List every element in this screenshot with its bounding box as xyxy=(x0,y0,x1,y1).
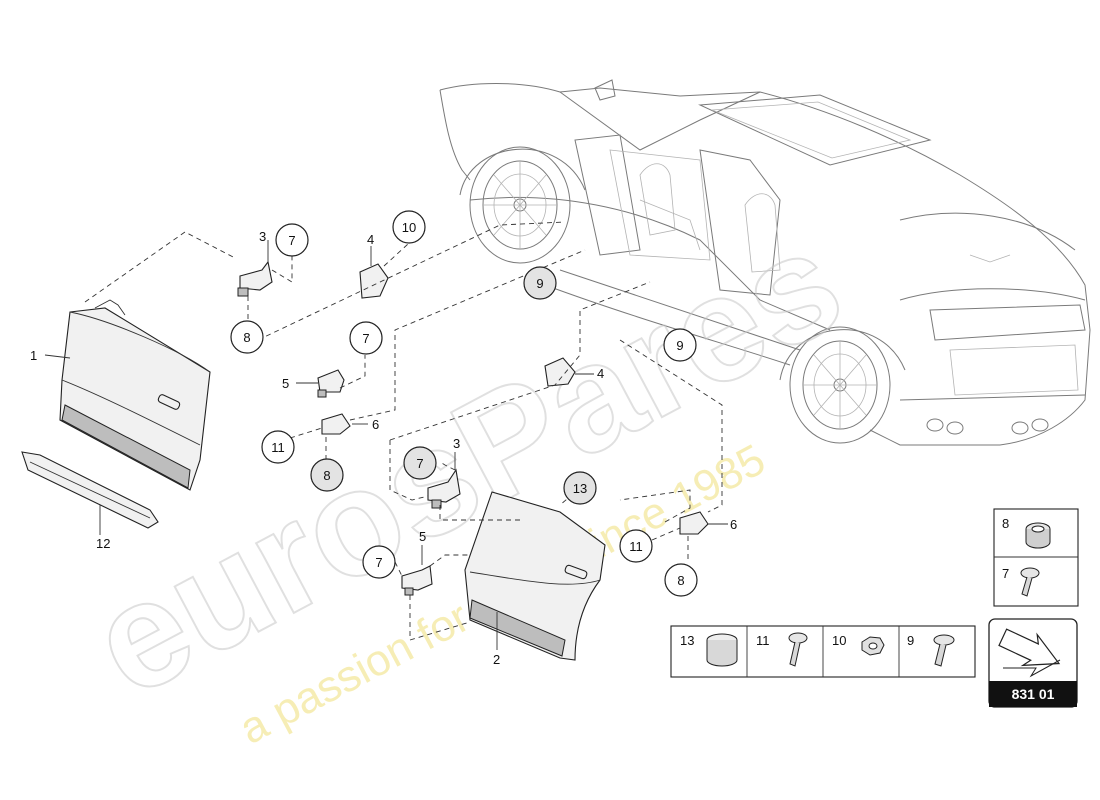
screw-icon xyxy=(788,632,808,667)
bubble-11[interactable]: 11 xyxy=(261,430,295,464)
bubble-10[interactable]: 10 xyxy=(392,210,426,244)
svg-text:11: 11 xyxy=(271,440,285,455)
callout-4-front: 4 xyxy=(367,232,374,247)
legend-item-13[interactable]: 13 xyxy=(680,633,738,667)
nut-icon xyxy=(861,636,885,656)
svg-text:10: 10 xyxy=(832,633,846,648)
bubble-7[interactable]: 7 xyxy=(362,545,396,579)
bubble-9[interactable]: 9 xyxy=(663,328,697,362)
diagram-code: 831 01 xyxy=(1012,686,1055,702)
clip-sleeve-icon xyxy=(706,633,738,667)
svg-text:13: 13 xyxy=(680,633,694,648)
callout-4-rear: 4 xyxy=(597,366,604,381)
callout-5-rear: 5 xyxy=(419,529,426,544)
svg-text:13: 13 xyxy=(573,481,587,496)
svg-text:9: 9 xyxy=(536,276,543,291)
door-check-rear[interactable] xyxy=(679,511,709,535)
leader-lines xyxy=(44,221,728,650)
view-direction-arrow-icon xyxy=(998,628,1061,678)
bubble-8[interactable]: 8 xyxy=(664,563,698,597)
callout-numbers: 1 2 3 3 4 4 5 5 6 6 12 xyxy=(30,229,737,667)
diagram-code-box: 831 01 xyxy=(988,618,1078,708)
lower-hinge-rear[interactable] xyxy=(401,565,433,596)
bubble-7[interactable]: 7 xyxy=(403,446,437,480)
callout-1: 1 xyxy=(30,348,37,363)
fastener-legend-right: 8 7 xyxy=(993,508,1079,607)
callout-12: 12 xyxy=(96,536,110,551)
svg-text:7: 7 xyxy=(375,555,382,570)
svg-text:8: 8 xyxy=(323,468,330,483)
front-wheel xyxy=(469,146,571,264)
lower-hinge-front[interactable] xyxy=(317,369,345,398)
callout-6-front: 6 xyxy=(372,417,379,432)
upper-hinge-rear[interactable] xyxy=(427,468,461,509)
callout-3-front: 3 xyxy=(259,229,266,244)
svg-text:8: 8 xyxy=(243,330,250,345)
svg-text:11: 11 xyxy=(629,539,643,554)
svg-text:10: 10 xyxy=(402,220,416,235)
callout-5-front: 5 xyxy=(282,376,289,391)
callout-2: 2 xyxy=(493,652,500,667)
front-door-part[interactable] xyxy=(59,299,211,491)
bubble-8[interactable]: 8 xyxy=(230,320,264,354)
flange-bolt-icon xyxy=(933,634,955,667)
svg-text:9: 9 xyxy=(676,338,683,353)
spacer-sleeve-icon xyxy=(1025,522,1051,549)
legend-item-7[interactable]: 7 xyxy=(1002,566,1040,597)
legend-item-10[interactable]: 10 xyxy=(832,633,885,656)
svg-text:7: 7 xyxy=(1002,566,1009,581)
svg-text:7: 7 xyxy=(288,233,295,248)
svg-text:11: 11 xyxy=(756,633,770,648)
bubble-11[interactable]: 11 xyxy=(619,529,653,563)
bubble-13[interactable]: 13 xyxy=(563,471,597,505)
svg-text:7: 7 xyxy=(416,456,423,471)
rear-door-part[interactable] xyxy=(464,491,606,661)
rear-wheel xyxy=(789,326,891,444)
door-check-front[interactable] xyxy=(321,413,351,435)
bubble-9[interactable]: 9 xyxy=(523,266,557,300)
legend-item-8[interactable]: 8 xyxy=(1002,516,1051,549)
bubble-7[interactable]: 7 xyxy=(275,223,309,257)
fastener-legend-bottom: 13 11 10 9 xyxy=(670,625,976,678)
legend-item-9[interactable]: 9 xyxy=(907,633,955,667)
door-check-rear-upper[interactable] xyxy=(544,357,576,387)
bolt-icon xyxy=(1020,567,1040,597)
callout-3-rear: 3 xyxy=(453,436,460,451)
legend-item-11[interactable]: 11 xyxy=(756,632,808,667)
door-check-front-upper[interactable] xyxy=(359,263,389,299)
callout-6-rear: 6 xyxy=(730,517,737,532)
vehicle-sketch xyxy=(439,79,1091,446)
svg-text:7: 7 xyxy=(362,331,369,346)
svg-text:9: 9 xyxy=(907,633,914,648)
bubble-8[interactable]: 8 xyxy=(310,458,344,492)
svg-text:8: 8 xyxy=(677,573,684,588)
upper-hinge-front[interactable] xyxy=(237,260,273,297)
bubble-7[interactable]: 7 xyxy=(349,321,383,355)
callout-bubbles: 7 10 8 9 7 9 11 8 7 13 11 7 8 xyxy=(230,210,698,597)
svg-text:8: 8 xyxy=(1002,516,1009,531)
sill-trim-part[interactable] xyxy=(21,451,159,529)
